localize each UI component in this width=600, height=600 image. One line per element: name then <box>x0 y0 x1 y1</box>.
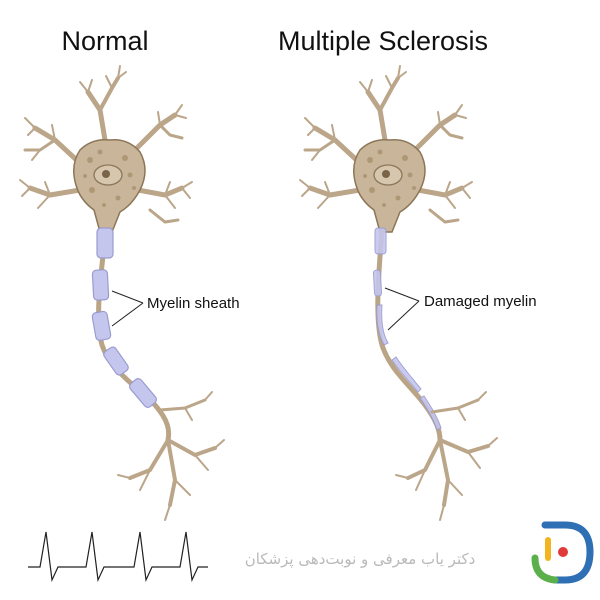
normal-callout-label: Myelin sheath <box>147 295 240 312</box>
normal-myelin-segments <box>91 227 157 408</box>
normal-dendrites <box>19 65 193 224</box>
ms-callout-lines <box>384 287 420 331</box>
normal-title: Normal <box>61 26 148 56</box>
ms-dendrites <box>299 65 473 224</box>
normal-cell-texture <box>83 149 136 207</box>
normal-nucleolus <box>102 170 110 178</box>
normal-callout-lines <box>111 290 144 327</box>
ms-title: Multiple Sclerosis <box>278 26 488 56</box>
ecg-trace <box>28 531 208 583</box>
normal-axon-terminals <box>117 391 225 521</box>
ms-axon-terminals <box>395 391 498 521</box>
ms-cell-texture <box>363 149 416 207</box>
ms-neuron: Damaged myelin <box>299 65 537 521</box>
ms-damaged-myelin <box>372 227 442 431</box>
normal-neuron: Myelin sheath <box>19 65 240 521</box>
ms-callout-label: Damaged myelin <box>424 293 537 310</box>
brand-logo <box>531 521 594 584</box>
ms-nucleolus <box>382 170 390 178</box>
ms-cell-body <box>353 138 426 233</box>
watermark-text: دکتر یاب معرفی و نوبت‌دهی پزشکان <box>245 550 476 569</box>
normal-cell-body <box>73 138 146 233</box>
